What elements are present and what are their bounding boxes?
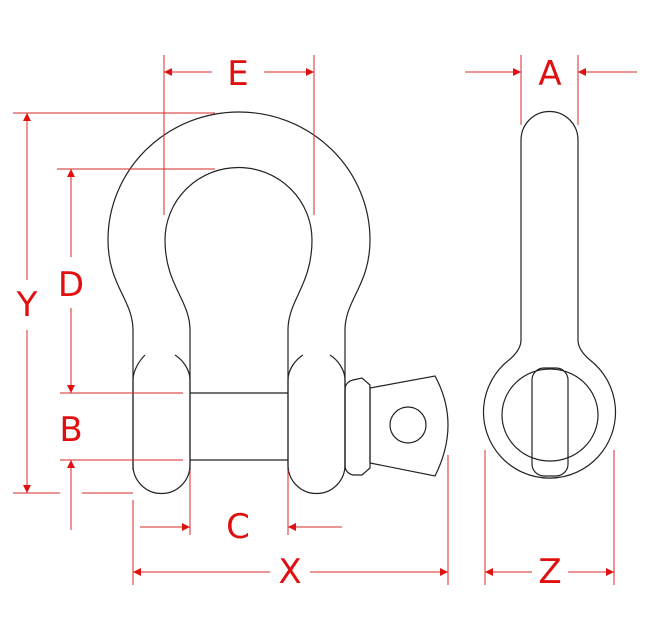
dimension-d: D <box>57 168 215 394</box>
shackle-front-view <box>107 111 449 495</box>
label-e: E <box>227 54 248 94</box>
dimension-a: A <box>465 54 637 125</box>
dimension-y: Y <box>13 112 215 494</box>
dimension-x: X <box>132 455 449 592</box>
left-ear <box>132 354 191 495</box>
side-body <box>482 110 617 479</box>
label-y: Y <box>16 285 38 325</box>
pin-collar <box>344 377 371 476</box>
label-c: C <box>226 507 250 547</box>
label-z: Z <box>538 552 561 592</box>
bow-inner <box>164 166 313 470</box>
dimension-z: Z <box>484 450 615 592</box>
pin-eye-hole <box>389 406 427 444</box>
dimension-e: E <box>163 54 315 215</box>
label-x: X <box>278 552 301 592</box>
side-eye-inner <box>501 368 599 462</box>
bow-outer <box>107 111 371 470</box>
label-d: D <box>58 265 84 305</box>
side-pin <box>531 367 569 477</box>
right-ear <box>287 354 346 495</box>
dimension-b: B <box>59 410 183 530</box>
label-b: B <box>59 410 82 450</box>
shackle-side-view <box>482 110 617 479</box>
label-a: A <box>538 54 561 94</box>
dimension-c: C <box>140 470 342 547</box>
pin-eye-head <box>369 375 449 477</box>
